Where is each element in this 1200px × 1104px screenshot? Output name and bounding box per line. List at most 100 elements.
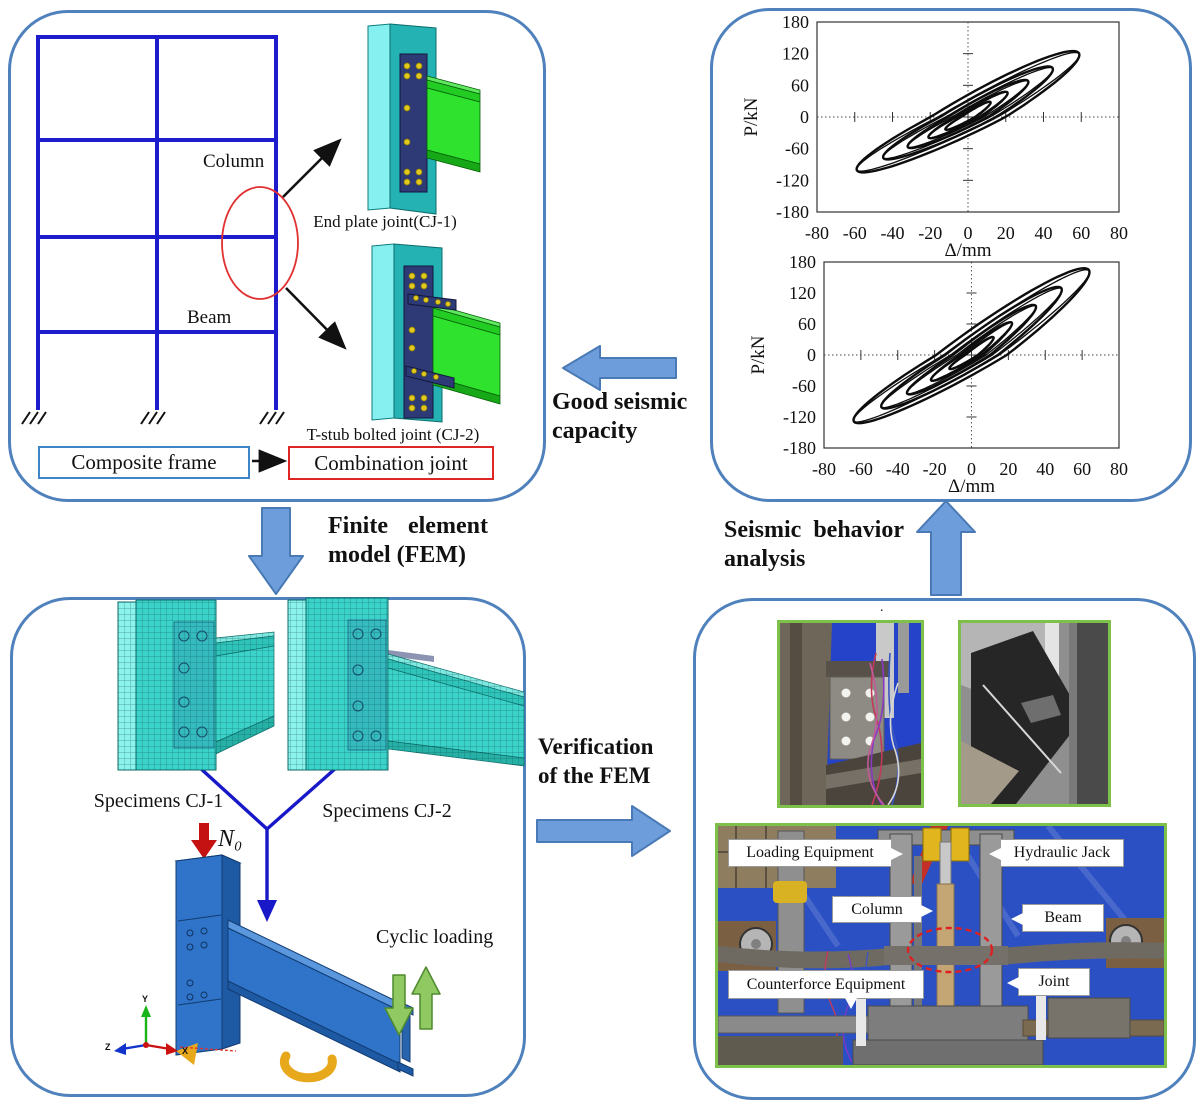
svg-text:0: 0 bbox=[807, 345, 816, 365]
model-beam bbox=[227, 919, 414, 1077]
svg-text:0: 0 bbox=[800, 107, 809, 127]
good-seismic-line2: capacity bbox=[552, 418, 638, 444]
svg-text:-60: -60 bbox=[785, 139, 809, 159]
fem-loading-model bbox=[114, 823, 441, 1083]
beam-label: Beam bbox=[187, 307, 232, 328]
t-stub-top bbox=[407, 293, 457, 311]
svg-text:Δ/mm: Δ/mm bbox=[948, 476, 995, 497]
fem-text: Finite element model (FEM) bbox=[328, 512, 488, 570]
callout-column: Column bbox=[832, 896, 933, 923]
white-pipe bbox=[1036, 992, 1046, 1040]
verification-line2: of the FEM bbox=[538, 763, 651, 788]
arrow-left-good-seismic bbox=[562, 345, 677, 391]
svg-text:-20: -20 bbox=[918, 223, 942, 243]
svg-text:-60: -60 bbox=[849, 459, 873, 479]
buckled-flange bbox=[1021, 695, 1061, 723]
white-pipe bbox=[856, 994, 866, 1046]
joint-highlight-ellipse bbox=[221, 186, 299, 300]
svg-text:-40: -40 bbox=[886, 459, 910, 479]
svg-text:40: 40 bbox=[1036, 459, 1054, 479]
joint-highlight-dashed-ellipse bbox=[906, 926, 994, 974]
specimen1-label: Specimens CJ-1 bbox=[93, 790, 224, 812]
stray-dot: . bbox=[880, 600, 884, 615]
svg-text:-120: -120 bbox=[776, 170, 809, 190]
end-plate-joint-render bbox=[367, 23, 481, 215]
seismic-text: Seismic behavior analysis bbox=[724, 516, 904, 574]
composite-frame-drawing bbox=[21, 35, 285, 425]
verification-text: Verification of the FEM bbox=[538, 732, 653, 790]
combination-joint-box: Combination joint bbox=[288, 446, 494, 480]
arrow-up-seismic bbox=[916, 500, 976, 596]
svg-text:Δ/mm: Δ/mm bbox=[944, 240, 991, 261]
panel-hysteresis-charts bbox=[710, 8, 1192, 502]
column-label: Column bbox=[203, 151, 265, 172]
cyclic-loading-label: Cyclic loading bbox=[376, 926, 494, 948]
svg-text:60: 60 bbox=[1073, 459, 1091, 479]
arrow-right-verification bbox=[536, 805, 671, 857]
seismic-line1: Seismic behavior bbox=[724, 517, 904, 543]
svg-text:-120: -120 bbox=[783, 407, 816, 427]
coordinate-triad-icon bbox=[114, 1005, 178, 1055]
arrow-down-fem bbox=[248, 507, 304, 595]
column-bolts bbox=[186, 927, 208, 1001]
callout-joint: Joint bbox=[1007, 968, 1090, 996]
strain-gauge-wires bbox=[867, 652, 900, 805]
mesh-specimen-cj2 bbox=[287, 597, 525, 771]
t-stub-bottom bbox=[405, 365, 455, 389]
svg-text:20: 20 bbox=[999, 459, 1017, 479]
photo-joint-failure bbox=[958, 620, 1111, 807]
joint2-caption: T-stub bolted joint (CJ-2) bbox=[306, 425, 480, 444]
bolt-rosettes bbox=[352, 628, 382, 742]
axial-load-arrow-icon bbox=[191, 823, 217, 859]
photo1-graphic bbox=[780, 623, 921, 805]
photo-joint-test-cj bbox=[777, 620, 924, 808]
axis-z-label: Z bbox=[105, 1042, 111, 1052]
svg-text:180: 180 bbox=[789, 252, 816, 272]
seismic-line2: analysis bbox=[724, 546, 806, 572]
axis-y-label: Y bbox=[142, 994, 149, 1004]
mesh-beam bbox=[215, 631, 275, 755]
mesh-beam bbox=[387, 650, 525, 767]
moment-arrow-icon bbox=[279, 1051, 337, 1083]
svg-text:P/kN: P/kN bbox=[748, 335, 769, 374]
beam-left bbox=[718, 946, 890, 969]
ground-hatch-icon bbox=[21, 411, 285, 425]
callout-beam: Beam bbox=[1011, 904, 1104, 932]
svg-text:120: 120 bbox=[782, 44, 809, 64]
bolts bbox=[403, 62, 423, 186]
base-dashed-line bbox=[179, 1046, 237, 1052]
bolt-rosettes bbox=[178, 630, 208, 738]
callout-loading-equipment: Loading Equipment bbox=[728, 839, 903, 867]
svg-text:-20: -20 bbox=[923, 459, 947, 479]
svg-text:0: 0 bbox=[967, 459, 976, 479]
axis-x-label: X bbox=[182, 1046, 189, 1056]
composite-frame-box: Composite frame bbox=[38, 446, 250, 479]
t-stub-joint-render bbox=[371, 243, 501, 423]
axial-load-label: N₀ bbox=[218, 826, 243, 852]
verification-line1: Verification bbox=[538, 734, 654, 759]
mesh-specimen-cj1 bbox=[117, 599, 275, 771]
beam-green bbox=[426, 75, 481, 173]
svg-text:60: 60 bbox=[1072, 223, 1090, 243]
arrow-to-cj2 bbox=[285, 287, 347, 350]
yellow-actuator bbox=[773, 881, 807, 903]
svg-text:20: 20 bbox=[997, 223, 1015, 243]
svg-text:180: 180 bbox=[782, 12, 809, 32]
svg-text:0: 0 bbox=[964, 223, 973, 243]
cyclic-arrows-icon bbox=[384, 966, 441, 1036]
svg-text:60: 60 bbox=[798, 314, 816, 334]
svg-text:-40: -40 bbox=[881, 223, 905, 243]
callout-hydraulic-jack: Hydraulic Jack bbox=[989, 839, 1124, 867]
joint1-caption: End plate joint(CJ-1) bbox=[313, 212, 457, 231]
photo2-graphic bbox=[961, 623, 1108, 804]
bolts bbox=[408, 272, 451, 412]
svg-text:80: 80 bbox=[1110, 459, 1128, 479]
arrow-to-cj1 bbox=[282, 138, 342, 198]
specimen2-label: Specimens CJ-2 bbox=[322, 800, 452, 822]
specimen-v-connector bbox=[197, 765, 338, 902]
svg-text:120: 120 bbox=[789, 283, 816, 303]
